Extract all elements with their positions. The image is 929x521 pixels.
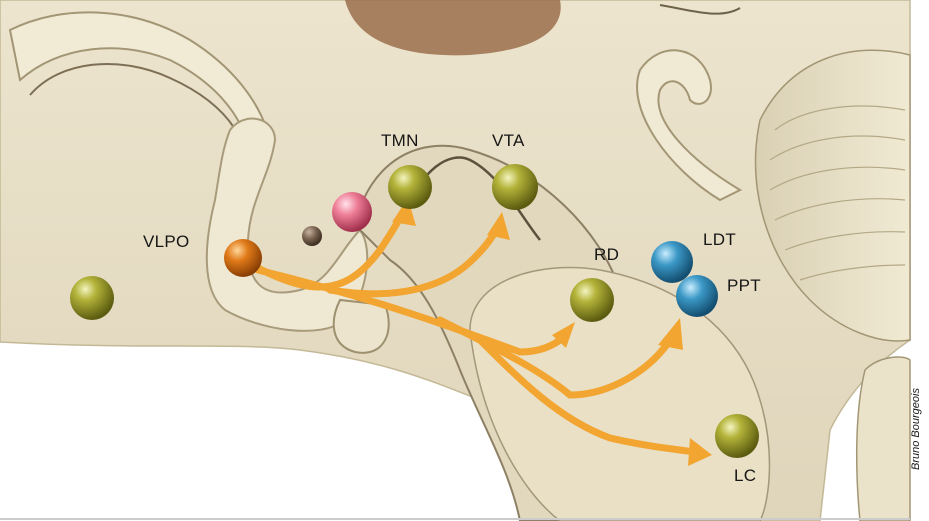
label-rd: RD: [594, 245, 619, 265]
nucleus-left: [70, 276, 114, 320]
artist-credit: Bruno Bourgeois: [910, 388, 922, 470]
label-vlpo: VLPO: [143, 232, 190, 252]
nucleus-lc: [715, 414, 759, 458]
nucleus-vlpo: [224, 239, 262, 277]
nucleus-small-brown: [302, 226, 322, 246]
label-vta: VTA: [492, 131, 525, 151]
label-lc: LC: [734, 466, 756, 486]
nucleus-pink: [332, 192, 372, 232]
lower-cerebellum: [857, 357, 910, 521]
nucleus-vta: [492, 164, 538, 210]
label-tmn: TMN: [381, 131, 419, 151]
pituitary: [334, 300, 389, 353]
nucleus-ldt: [651, 241, 693, 283]
label-ldt: LDT: [703, 230, 736, 250]
label-ppt: PPT: [727, 276, 761, 296]
nucleus-ppt: [676, 275, 718, 317]
nucleus-tmn: [388, 165, 432, 209]
nucleus-rd: [570, 278, 614, 322]
